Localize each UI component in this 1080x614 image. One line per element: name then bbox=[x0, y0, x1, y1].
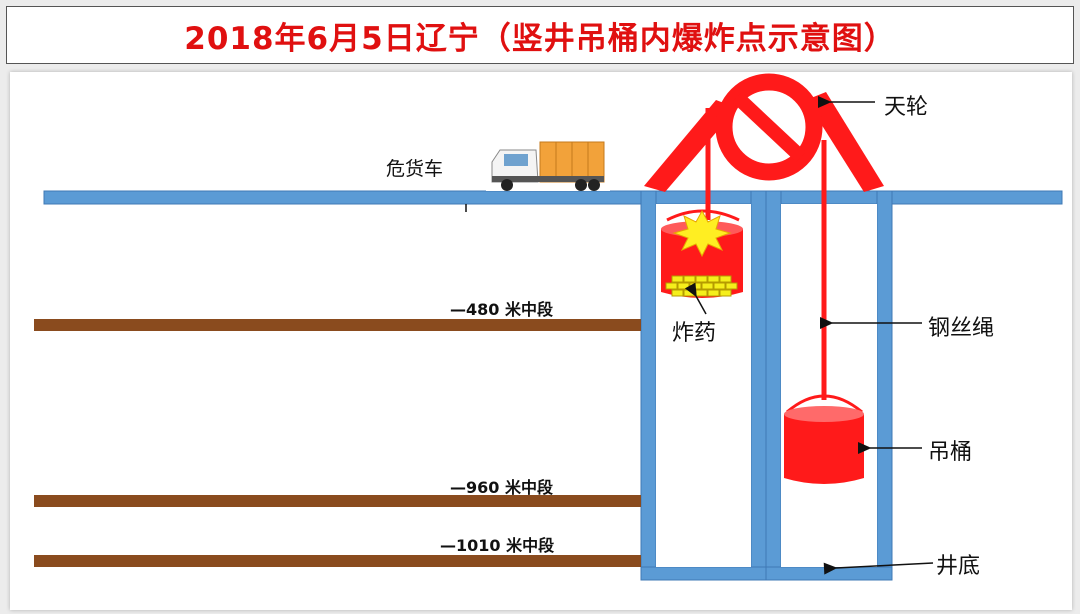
sheave-wheel bbox=[724, 82, 814, 172]
wire-rope-label: 钢丝绳 bbox=[928, 310, 994, 342]
left-bucket-with-explosive bbox=[661, 211, 743, 298]
explosive-bricks bbox=[666, 276, 737, 296]
explosive-label: 炸药 bbox=[672, 315, 716, 347]
level-480-label: —480 米中段 bbox=[450, 296, 553, 320]
ground-surface bbox=[44, 191, 1062, 204]
truck-label: 危货车 bbox=[386, 154, 443, 181]
level-1010-drift bbox=[34, 555, 641, 567]
level-1010-label: —1010 米中段 bbox=[440, 532, 554, 556]
hoist-bucket bbox=[784, 396, 864, 484]
sheave-label: 天轮 bbox=[884, 89, 928, 121]
level-480-drift bbox=[34, 319, 641, 331]
shaft-bottom-label: 井底 bbox=[936, 548, 980, 580]
truck-icon bbox=[486, 136, 610, 191]
level-960-label: —960 米中段 bbox=[450, 474, 553, 498]
bucket-label: 吊桶 bbox=[928, 434, 972, 466]
